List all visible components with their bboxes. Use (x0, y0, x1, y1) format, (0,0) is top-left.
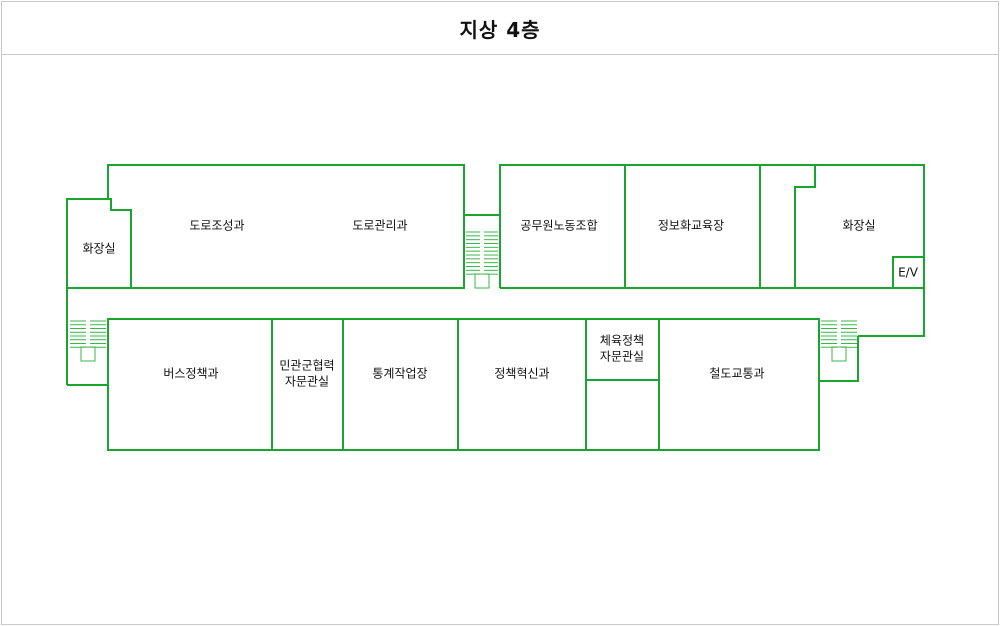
wall-toilet-right (794, 165, 816, 288)
room-it-training: 정보화교육장 (658, 219, 724, 233)
room-civil-military-line2: 자문관실 (285, 375, 329, 389)
page-title: 지상 4층 (459, 17, 541, 42)
room-road-management: 도로관리과 (352, 219, 407, 233)
stair-left (70, 320, 106, 362)
room-policy-innovation: 정책혁신과 (494, 366, 549, 381)
room-railway-transport: 철도교통과 (709, 367, 764, 381)
room-statistics: 통계작업장 (372, 367, 427, 381)
walls (66, 164, 925, 451)
stair-right (821, 320, 857, 362)
stair-landing (474, 273, 490, 289)
wall-top-right-block (499, 164, 925, 337)
room-sports-policy-line1: 체육정책 (600, 333, 644, 348)
room-bus-policy: 버스정책과 (163, 366, 218, 381)
wall-top-left-block (107, 164, 465, 289)
wall-bottom-block (107, 318, 820, 451)
wall-stair-right (819, 336, 859, 382)
stair-landing (831, 346, 847, 362)
stair-landing (80, 346, 96, 362)
room-labor-union: 공무원노동조합 (520, 219, 597, 233)
wall-elevator (892, 256, 924, 288)
room-labels: 화장실 도로조성과 도로관리과 공무원노동조합 정보화교육장 화장실 E/V 버… (82, 219, 918, 389)
room-toilet-right: 화장실 (842, 219, 875, 233)
room-toilet-left: 화장실 (82, 242, 115, 256)
stairs (70, 231, 857, 362)
room-elevator: E/V (898, 266, 919, 280)
wall-toilet-left (66, 198, 132, 385)
room-sports-policy-line2: 자문관실 (600, 350, 644, 364)
title-bar: 지상 4층 (2, 2, 998, 55)
stair-center (466, 231, 498, 289)
room-road-construction: 도로조성과 (189, 219, 244, 233)
room-civil-military-line1: 민관군협력 (279, 359, 334, 373)
